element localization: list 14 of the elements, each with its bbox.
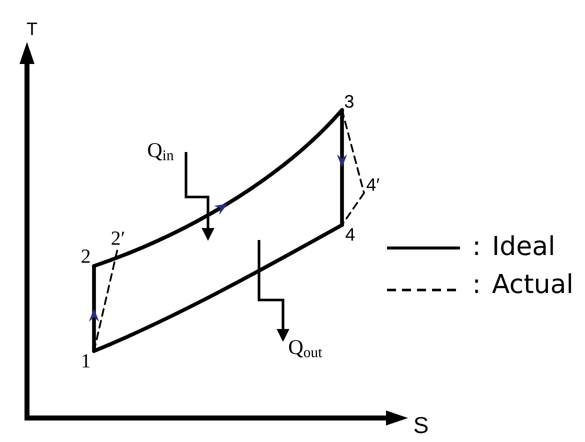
axis-label: S: [414, 416, 428, 434]
heat-label: Q$_{out}$: [289, 340, 322, 358]
axis-label: T: [26, 22, 38, 35]
state-label: 2: [82, 250, 90, 263]
legend-label: : Ideal: [475, 235, 553, 256]
heat-label: Q$_{in}$: [148, 143, 174, 160]
process-line: [92, 223, 344, 353]
state-label: 1: [82, 354, 90, 368]
state-label: 3: [344, 95, 354, 108]
state-label: 4: [346, 228, 355, 241]
legend-label: : Actual: [475, 273, 572, 294]
process-line: [341, 192, 365, 226]
state-label: 2′: [112, 232, 124, 245]
state-label: 4′: [366, 178, 380, 191]
